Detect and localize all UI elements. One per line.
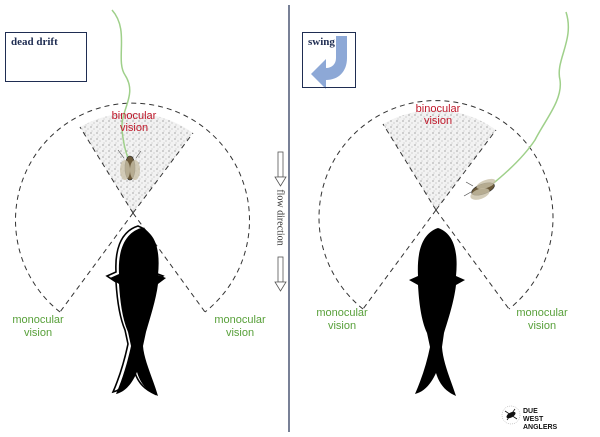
left-title-box: dead drift [5,32,87,82]
left-fly-icon [117,149,142,181]
right-monocular-label-b: monocular vision [516,307,568,332]
left-monocular-label-b: monocular vision [214,314,266,339]
right-binocular-zone [383,110,496,210]
left-monocular-label-a: monocular vision [12,314,64,339]
brand-name: DUE WEST ANGLERS [523,408,558,431]
right-monocular-label-a: monocular vision [316,307,368,332]
left-binocular-label: binocular vision [111,110,157,134]
flow-arrow-top-icon [274,151,287,187]
left-title: dead drift [11,36,58,48]
right-fish-icon [409,228,465,396]
due-west-anglers-logo [501,405,521,425]
flow-direction-label: flow direction [274,189,286,246]
right-fishing-line [489,11,570,187]
right-title-box: swing [302,32,356,88]
right-monocular-boundary [318,100,554,310]
flow-arrow-bottom-icon [274,256,287,292]
right-title: swing [308,36,335,48]
curved-arrow-icon [311,36,347,89]
right-vision-field [318,100,554,310]
left-fish-icon [105,225,166,396]
left-fishing-line [111,9,132,166]
right-fly-icon [463,178,496,200]
right-binocular-label: binocular vision [415,103,461,127]
left-monocular-boundary [15,102,250,313]
